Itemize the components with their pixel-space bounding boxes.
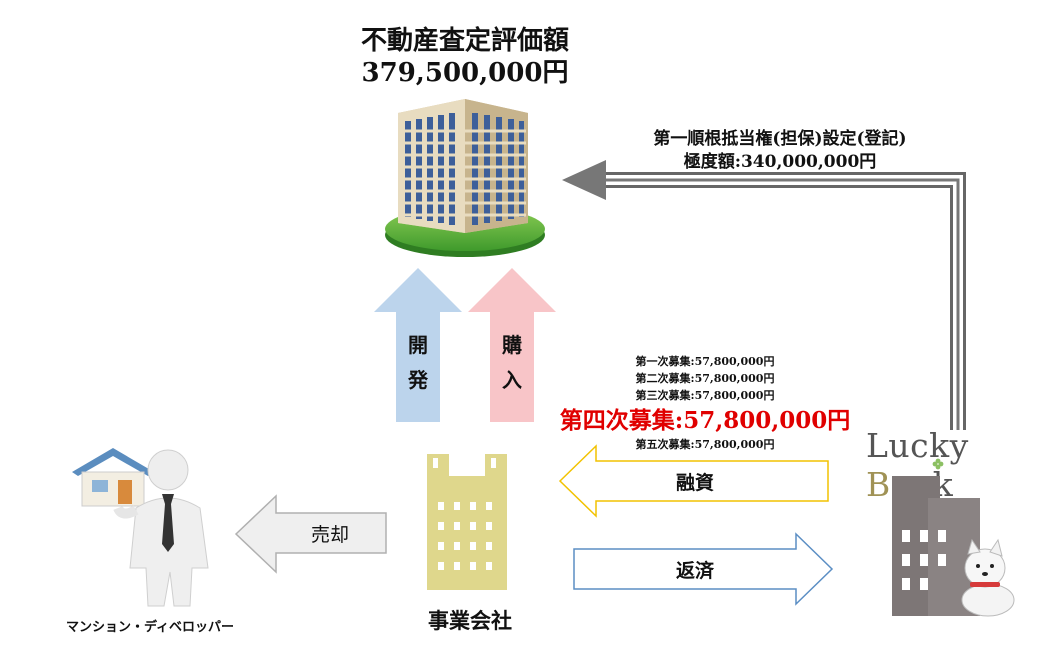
- repay-arrow: [573, 532, 834, 606]
- company-building-icon: [427, 454, 507, 590]
- purchase-label-1: 購: [502, 333, 522, 357]
- round-3: 第三次募集:57,800,000円: [635, 389, 775, 402]
- purchase-label-2: 入: [502, 368, 522, 392]
- round-2: 第二次募集:57,800,000円: [635, 372, 775, 385]
- repay-label: 返済: [675, 560, 714, 582]
- purchase-arrow: [468, 268, 556, 422]
- sell-label: 売却: [310, 524, 349, 546]
- develop-label-2: 発: [408, 368, 428, 392]
- lien-setting-label: 第一順根抵当権(担保)設定(登記): [653, 129, 907, 149]
- loan-label: 融資: [675, 472, 714, 494]
- develop-label-1: 開: [408, 333, 428, 357]
- round-1: 第一次募集:57,800,000円: [635, 355, 775, 368]
- buyer-label: マンション・ディベロッパー: [65, 620, 235, 635]
- sell-arrow: [234, 494, 387, 574]
- appraisal-title: 不動産査定評価額: [360, 26, 569, 56]
- loan-arrow: [558, 444, 829, 518]
- round-4-highlight: 第四次募集:57,800,000円: [559, 407, 851, 434]
- company-label: 事業会社: [428, 608, 512, 633]
- dog-mascot-icon: [961, 538, 1015, 617]
- brand-part-1: Lucky: [866, 426, 969, 465]
- develop-arrow: [374, 268, 462, 422]
- house-icon: [72, 448, 154, 507]
- tower-building-illustration: [385, 99, 545, 257]
- businessman-icon: [113, 449, 209, 607]
- lien-arrow: [562, 160, 966, 430]
- round-5: 第五次募集:57,800,000円: [635, 438, 775, 451]
- bank-building-icon: [892, 476, 1015, 617]
- brand-part-2: B: [866, 465, 891, 504]
- clover-icon: [932, 458, 944, 470]
- appraisal-amount: 379,500,000円: [361, 58, 569, 88]
- lien-max-amount: 極度額:340,000,000円: [683, 152, 877, 172]
